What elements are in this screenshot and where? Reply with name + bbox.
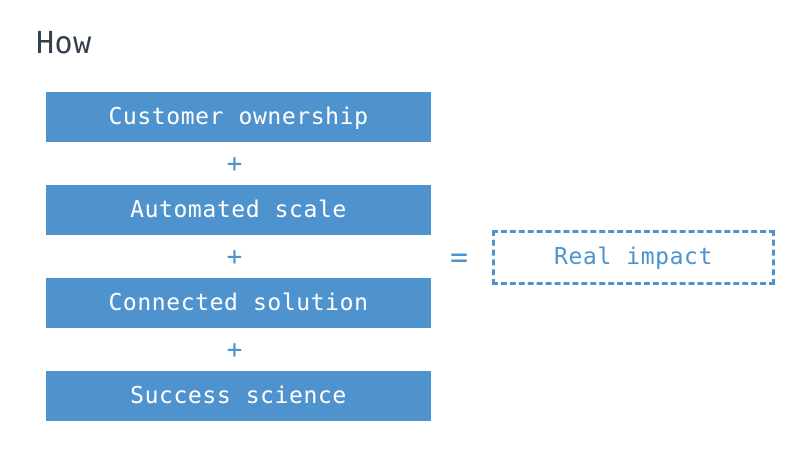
plus-operator-row-3: + xyxy=(46,328,431,371)
plus-icon: + xyxy=(226,334,243,365)
term-box-success-science[interactable]: Success science xyxy=(46,371,431,421)
plus-operator-row-2: + xyxy=(46,235,431,278)
equals-icon: = xyxy=(449,240,469,275)
plus-icon: + xyxy=(226,148,243,179)
plus-icon: + xyxy=(226,241,243,272)
term-box-automated-scale[interactable]: Automated scale xyxy=(46,185,431,235)
equation-stack: Customer ownership + Automated scale + C… xyxy=(46,92,431,421)
term-label: Customer ownership xyxy=(108,103,369,130)
plus-operator-row-1: + xyxy=(46,142,431,185)
term-box-connected-solution[interactable]: Connected solution xyxy=(46,278,431,328)
page-title: How xyxy=(36,26,92,61)
term-label: Connected solution xyxy=(108,289,369,316)
result-label: Real impact xyxy=(554,244,713,270)
term-box-customer-ownership[interactable]: Customer ownership xyxy=(46,92,431,142)
term-label: Automated scale xyxy=(130,196,347,223)
result-box-real-impact[interactable]: Real impact xyxy=(492,230,775,285)
term-label: Success science xyxy=(130,382,347,409)
